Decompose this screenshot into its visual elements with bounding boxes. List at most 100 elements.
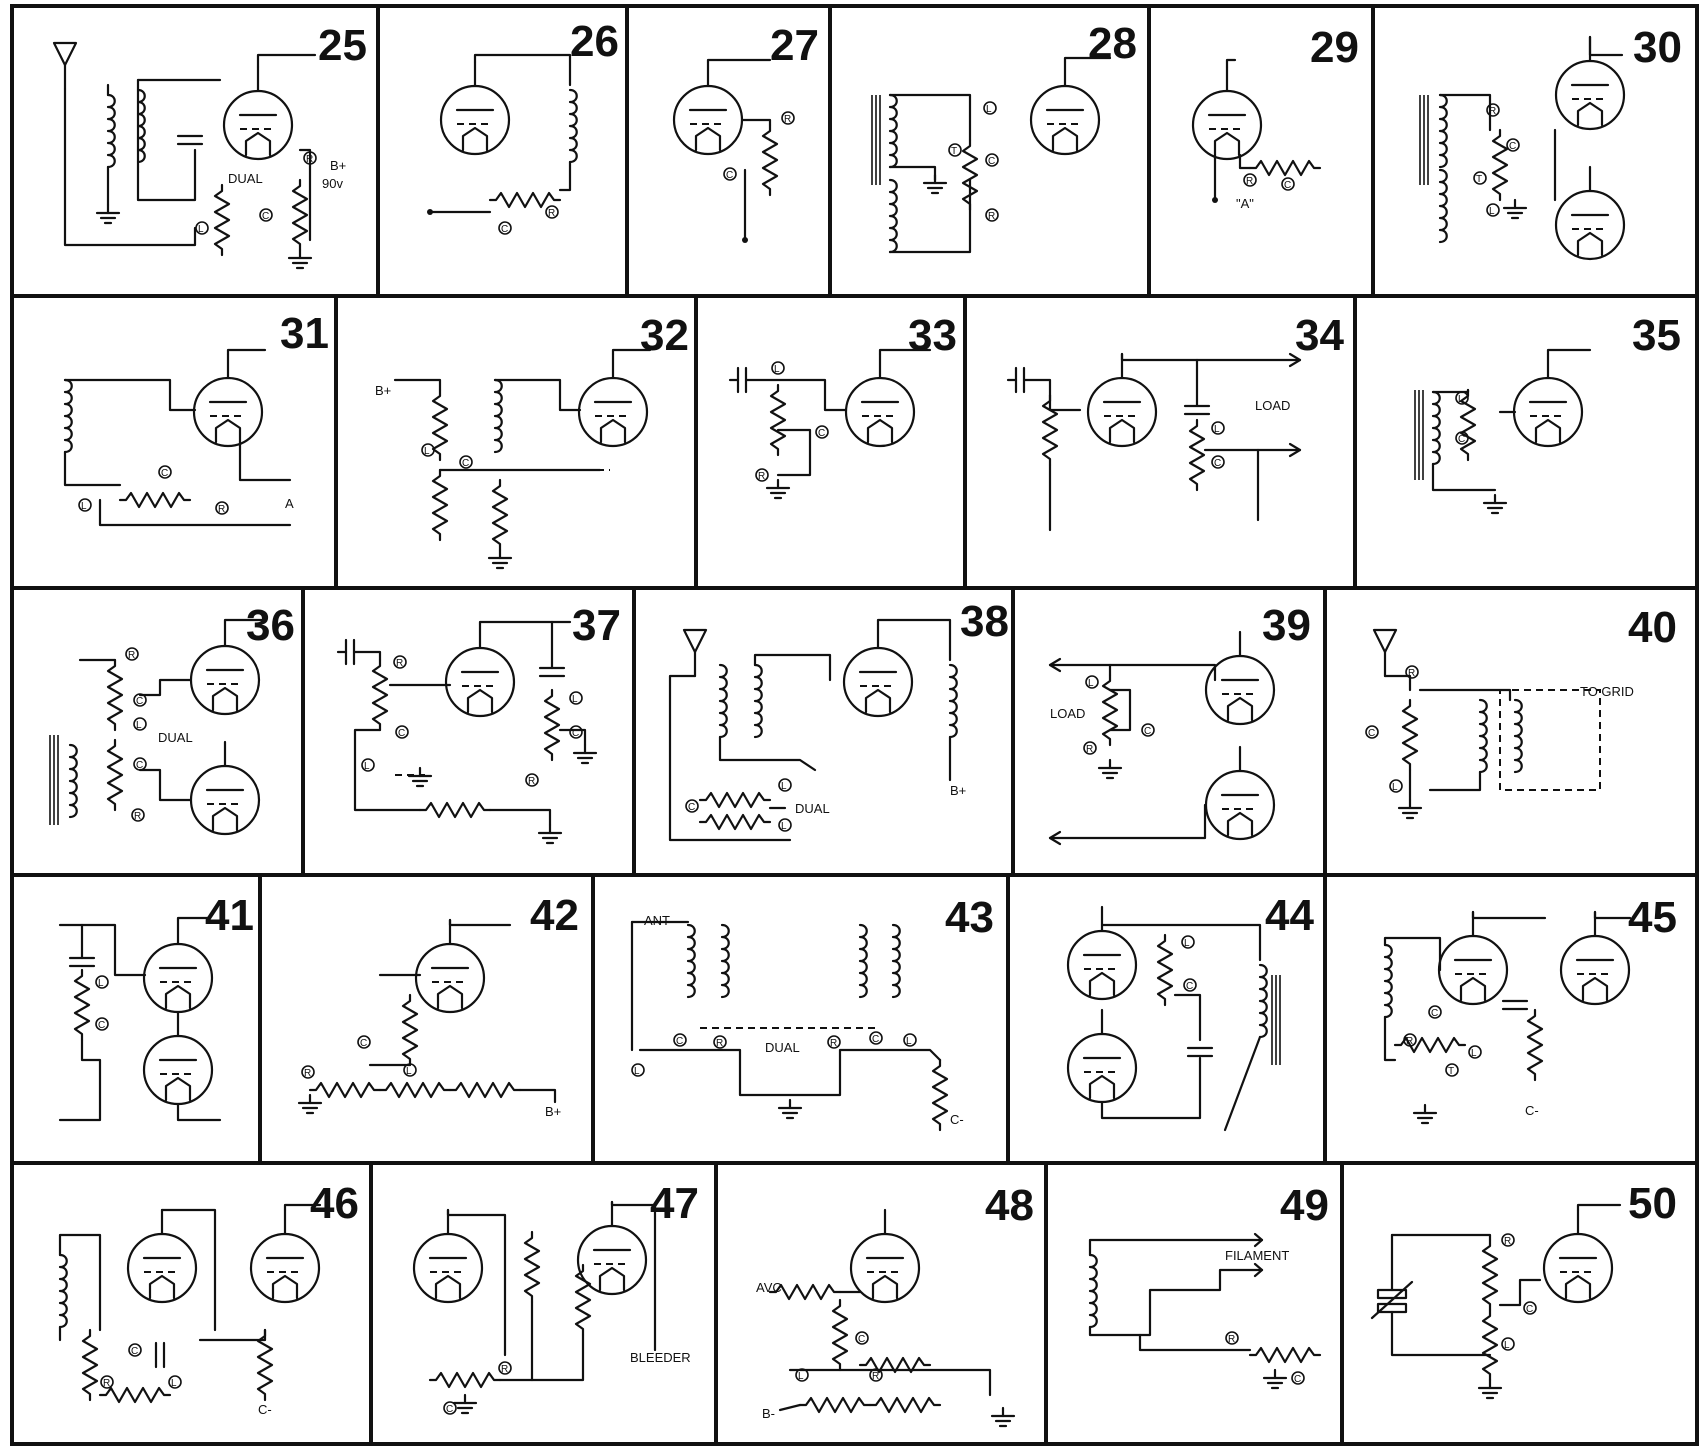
- panel-number: 44: [1265, 891, 1314, 940]
- marker: T: [1476, 174, 1482, 185]
- marker: L: [781, 781, 787, 792]
- marker: C: [988, 156, 995, 167]
- marker: T: [1448, 1066, 1454, 1077]
- panel-29: 29 "A" R C: [1191, 23, 1359, 211]
- panel-number: 29: [1310, 23, 1359, 72]
- label-bleeder: BLEEDER: [630, 1350, 691, 1365]
- marker: L: [1392, 782, 1398, 793]
- marker: L: [1088, 678, 1094, 689]
- marker: R: [548, 208, 555, 219]
- marker: R: [1489, 106, 1496, 117]
- panel-number: 43: [945, 893, 994, 942]
- marker: C: [398, 728, 405, 739]
- marker: L: [136, 720, 142, 731]
- label-dual: DUAL: [158, 730, 193, 745]
- marker: L: [1471, 1048, 1477, 1059]
- panel-number: 48: [985, 1181, 1034, 1230]
- marker: R: [872, 1371, 879, 1382]
- panel-number: 49: [1280, 1181, 1329, 1230]
- marker: R: [306, 154, 313, 165]
- marker: C: [1368, 728, 1375, 739]
- panel-26: 26 C R: [427, 17, 619, 235]
- marker: R: [1228, 1334, 1235, 1345]
- label-c-minus: C-: [258, 1402, 272, 1417]
- panel-36: 36 DUAL R C L C R: [49, 601, 295, 836]
- marker: C: [676, 1036, 683, 1047]
- marker: R: [1086, 744, 1093, 755]
- marker: R: [1504, 1236, 1511, 1247]
- panel-number: 37: [572, 601, 621, 650]
- label-c-minus: C-: [950, 1112, 964, 1127]
- panel-48: 48 AVC B- C L R: [756, 1181, 1034, 1428]
- marker: C: [1214, 458, 1221, 469]
- marker: L: [424, 446, 430, 457]
- marker: R: [218, 504, 225, 515]
- sheet-border: [10, 4, 1699, 1446]
- label-bplus: B+: [375, 383, 391, 398]
- panel-35: 35 L C: [1414, 311, 1681, 515]
- panel-41: 41 L C: [58, 891, 254, 1122]
- marker: R: [784, 114, 791, 125]
- marker: R: [103, 1378, 110, 1389]
- panel-number: 30: [1633, 23, 1682, 72]
- marker: L: [781, 821, 787, 832]
- label-bplus: B+: [950, 783, 966, 798]
- marker: C: [98, 1020, 105, 1031]
- panel-number: 39: [1262, 601, 1311, 650]
- marker: C: [688, 802, 695, 813]
- panel-44: 44 L C: [1066, 891, 1314, 1132]
- marker: L: [198, 224, 204, 235]
- marker: L: [986, 104, 992, 115]
- marker: L: [406, 1066, 412, 1077]
- marker: L: [1214, 424, 1220, 435]
- label-dual: DUAL: [228, 171, 263, 186]
- label-load: LOAD: [1255, 398, 1290, 413]
- label-ant: ANT: [644, 913, 670, 928]
- panel-number: 28: [1088, 19, 1137, 68]
- label-load: LOAD: [1050, 706, 1085, 721]
- panel-number: 25: [318, 21, 367, 70]
- marker: L: [1489, 206, 1495, 217]
- marker: L: [906, 1036, 912, 1047]
- panel-number: 31: [280, 309, 329, 358]
- label-b-minus: B-: [762, 1406, 775, 1421]
- panel-28: 28 L T C R: [871, 19, 1137, 254]
- panel-42: 42 B+ C R L: [297, 891, 579, 1119]
- panel-31: 31 A C L R: [63, 309, 329, 527]
- panel-number: 46: [310, 1179, 359, 1228]
- panel-33: 33 L C R: [728, 311, 957, 500]
- panel-number: 34: [1295, 311, 1344, 360]
- label-dual: DUAL: [795, 801, 830, 816]
- marker: C: [1526, 1304, 1533, 1315]
- marker: C: [1431, 1008, 1438, 1019]
- label-bplus: B+: [330, 158, 346, 173]
- marker: C: [1186, 981, 1193, 992]
- label-c-minus: C-: [1525, 1103, 1539, 1118]
- label-to-grid: TO GRID: [1580, 684, 1634, 699]
- marker: C: [1294, 1374, 1301, 1385]
- marker: L: [572, 694, 578, 705]
- marker: C: [1458, 434, 1465, 445]
- label-90v: 90v: [322, 176, 343, 191]
- panel-49: 49 FILAMENT R C: [1088, 1181, 1329, 1390]
- panel-34: 34 LOAD L C: [1006, 311, 1344, 532]
- marker: C: [136, 760, 143, 771]
- panel-number: 41: [205, 891, 254, 940]
- panel-number: 45: [1628, 893, 1677, 942]
- panel-25: 25 DUAL B+ 90v R L C: [52, 21, 367, 270]
- marker: R: [830, 1038, 837, 1049]
- label-filament: FILAMENT: [1225, 1248, 1289, 1263]
- marker: T: [951, 146, 957, 157]
- marker: R: [501, 1364, 508, 1375]
- panel-46: 46 C- C R L: [58, 1179, 359, 1417]
- panel-number: 35: [1632, 311, 1681, 360]
- marker: C: [1509, 141, 1516, 152]
- marker: C: [872, 1034, 879, 1045]
- marker: C: [462, 458, 469, 469]
- panel-number: 42: [530, 891, 579, 940]
- marker: C: [818, 428, 825, 439]
- marker: R: [128, 650, 135, 661]
- marker: L: [81, 501, 87, 512]
- panel-number: 26: [570, 17, 619, 66]
- marker: L: [798, 1371, 804, 1382]
